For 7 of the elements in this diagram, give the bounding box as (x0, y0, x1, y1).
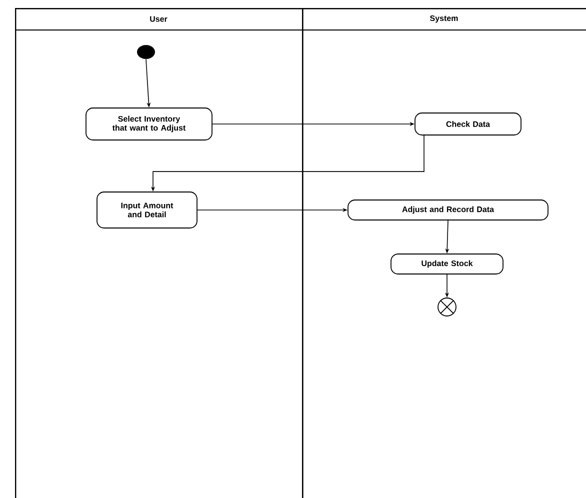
action-box: Adjust and Record Data (348, 200, 548, 220)
start-node (137, 45, 155, 59)
action-box: Check Data (414, 112, 522, 136)
action-box: Input Amount and Detail (96, 192, 198, 228)
flow-final-node (438, 298, 456, 316)
action-box: Update Stock (390, 254, 504, 274)
action-box: Select Inventory that want to Adjust (86, 108, 212, 140)
